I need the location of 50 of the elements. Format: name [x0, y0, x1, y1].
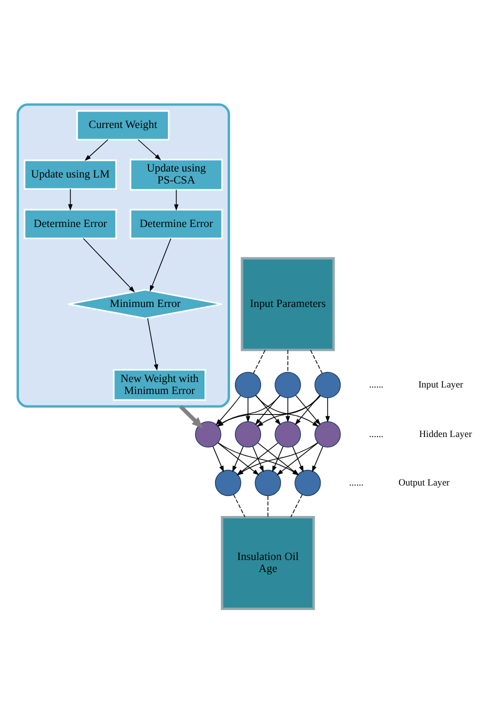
node-box: Determine Error	[130, 208, 223, 239]
node-circle	[254, 469, 282, 496]
label: ......	[369, 378, 384, 390]
arrow	[312, 445, 324, 472]
connector	[253, 349, 266, 374]
label: Hidden Layer	[419, 428, 472, 440]
arrow	[138, 138, 162, 160]
arrow	[286, 396, 290, 422]
arrow	[212, 445, 224, 472]
node-box: New Weight with Minimum Error	[112, 368, 206, 400]
arrow	[252, 445, 264, 472]
arrow	[147, 317, 158, 370]
arrow	[218, 442, 260, 475]
node-box: Current Weight	[76, 110, 170, 140]
arrow	[84, 138, 108, 160]
node-box: Update using PS-CSA	[130, 158, 223, 190]
arrow	[325, 396, 330, 422]
node-circle	[195, 420, 222, 447]
connector	[290, 494, 303, 517]
node-circle	[274, 420, 301, 447]
node-box: Insulation Oil Age	[220, 516, 315, 610]
node-circle	[274, 371, 301, 398]
label: ......	[349, 476, 364, 488]
arrow	[179, 404, 203, 428]
arrow	[272, 445, 284, 472]
arrow	[150, 238, 172, 292]
label: Output Layer	[398, 476, 450, 488]
connector	[310, 349, 323, 374]
cluster	[16, 102, 230, 408]
node-circle	[314, 371, 341, 398]
arrow	[292, 445, 304, 472]
node-circle	[234, 371, 262, 398]
node-circle	[214, 469, 242, 496]
label: ......	[369, 428, 384, 440]
node-diamond: Minimum Error	[68, 288, 223, 319]
arrow	[174, 188, 179, 210]
node-circle	[294, 469, 321, 496]
arrow	[82, 238, 135, 292]
node-circle	[234, 420, 262, 447]
arrow	[232, 445, 244, 472]
arrow	[236, 442, 278, 475]
arrow	[246, 396, 250, 422]
node-circle	[314, 420, 341, 447]
node-box: Input Parameters	[240, 256, 335, 351]
connector	[233, 494, 246, 517]
node-box: Update using LM	[24, 159, 117, 190]
connector	[287, 349, 288, 372]
label: Input Layer	[418, 378, 464, 390]
node-box: Determine Error	[24, 208, 117, 239]
arrow	[68, 188, 73, 210]
